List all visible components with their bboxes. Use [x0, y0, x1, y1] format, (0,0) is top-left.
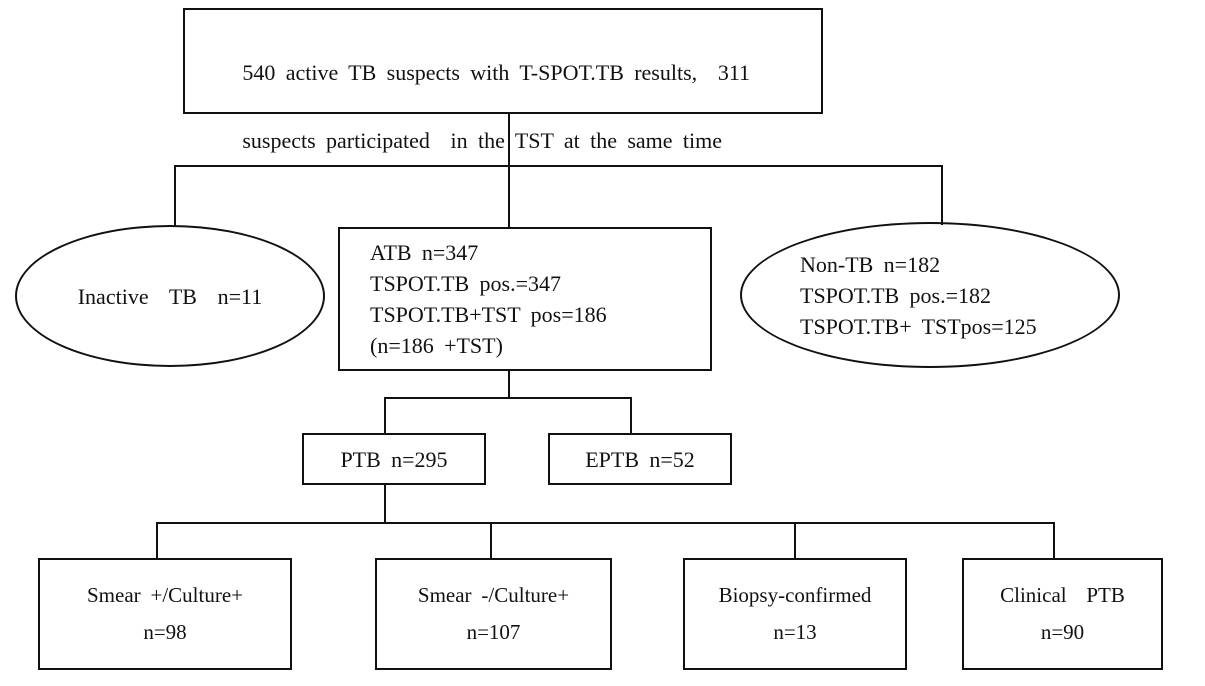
non-tb-line1: Non-TB n=182 — [800, 251, 941, 277]
connector-line — [508, 371, 510, 399]
connector-line — [156, 522, 158, 559]
connector-line — [384, 485, 386, 524]
connector-line — [794, 522, 796, 559]
non-tb-line2: TSPOT.TB pos.=182 — [800, 282, 992, 308]
non-tb-line3: TSPOT.TB+ TSTpos=125 — [800, 313, 1037, 339]
ptb-label: PTB n=295 — [340, 446, 448, 472]
clinical-line1: Clinical PTB — [1000, 583, 1125, 607]
atb-line1: ATB n=347 — [370, 240, 479, 265]
inactive-tb-ellipse: Inactive TB n=11 — [15, 225, 325, 367]
biopsy-line2: n=13 — [773, 620, 817, 644]
atb-line3: TSPOT.TB+TST pos=186 — [370, 302, 607, 327]
connector-line — [941, 165, 943, 225]
connector-line — [1053, 522, 1055, 559]
clinical-line2: n=90 — [1040, 620, 1085, 644]
connector-line — [490, 522, 492, 559]
connector-line — [384, 397, 386, 434]
connector-line — [174, 165, 176, 227]
smear-pos-culture-pos-box: Smear +/Culture+ n=98 — [38, 558, 292, 670]
atb-line2: TSPOT.TB pos.=347 — [370, 271, 562, 296]
connector-line — [174, 165, 943, 167]
eptb-label: EPTB n=52 — [585, 446, 695, 472]
atb-box: ATB n=347 TSPOT.TB pos.=347 TSPOT.TB+TST… — [338, 227, 712, 371]
atb-line4: (n=186 +TST) — [370, 333, 503, 358]
root-box-line1: 540 active TB suspects with T-SPOT.TB re… — [242, 60, 751, 85]
connector-line — [508, 165, 510, 229]
connector-line — [508, 113, 510, 167]
biopsy-line1: Biopsy-confirmed — [718, 583, 872, 607]
root-box: 540 active TB suspects with T-SPOT.TB re… — [183, 8, 823, 153]
smear-neg-culture-pos-box: Smear -/Culture+ n=107 — [375, 558, 612, 670]
smear-neg-line2: n=107 — [466, 620, 521, 644]
eptb-box: EPTB n=52 — [548, 433, 732, 485]
smear-neg-line1: Smear -/Culture+ — [417, 583, 570, 607]
connector-line — [384, 397, 632, 399]
smear-pos-line1: Smear +/Culture+ — [86, 583, 244, 607]
root-box-line2: suspects participated in the TST at the … — [242, 128, 722, 153]
inactive-tb-label: Inactive TB n=11 — [77, 283, 263, 309]
ptb-box: PTB n=295 — [302, 433, 486, 485]
smear-pos-line2: n=98 — [143, 620, 187, 644]
clinical-ptb-box: Clinical PTB n=90 — [962, 558, 1163, 670]
connector-line — [156, 522, 1055, 524]
non-tb-ellipse: Non-TB n=182 TSPOT.TB pos.=182 TSPOT.TB+… — [740, 222, 1120, 368]
connector-line — [630, 397, 632, 434]
biopsy-confirmed-box: Biopsy-confirmed n=13 — [683, 558, 907, 670]
